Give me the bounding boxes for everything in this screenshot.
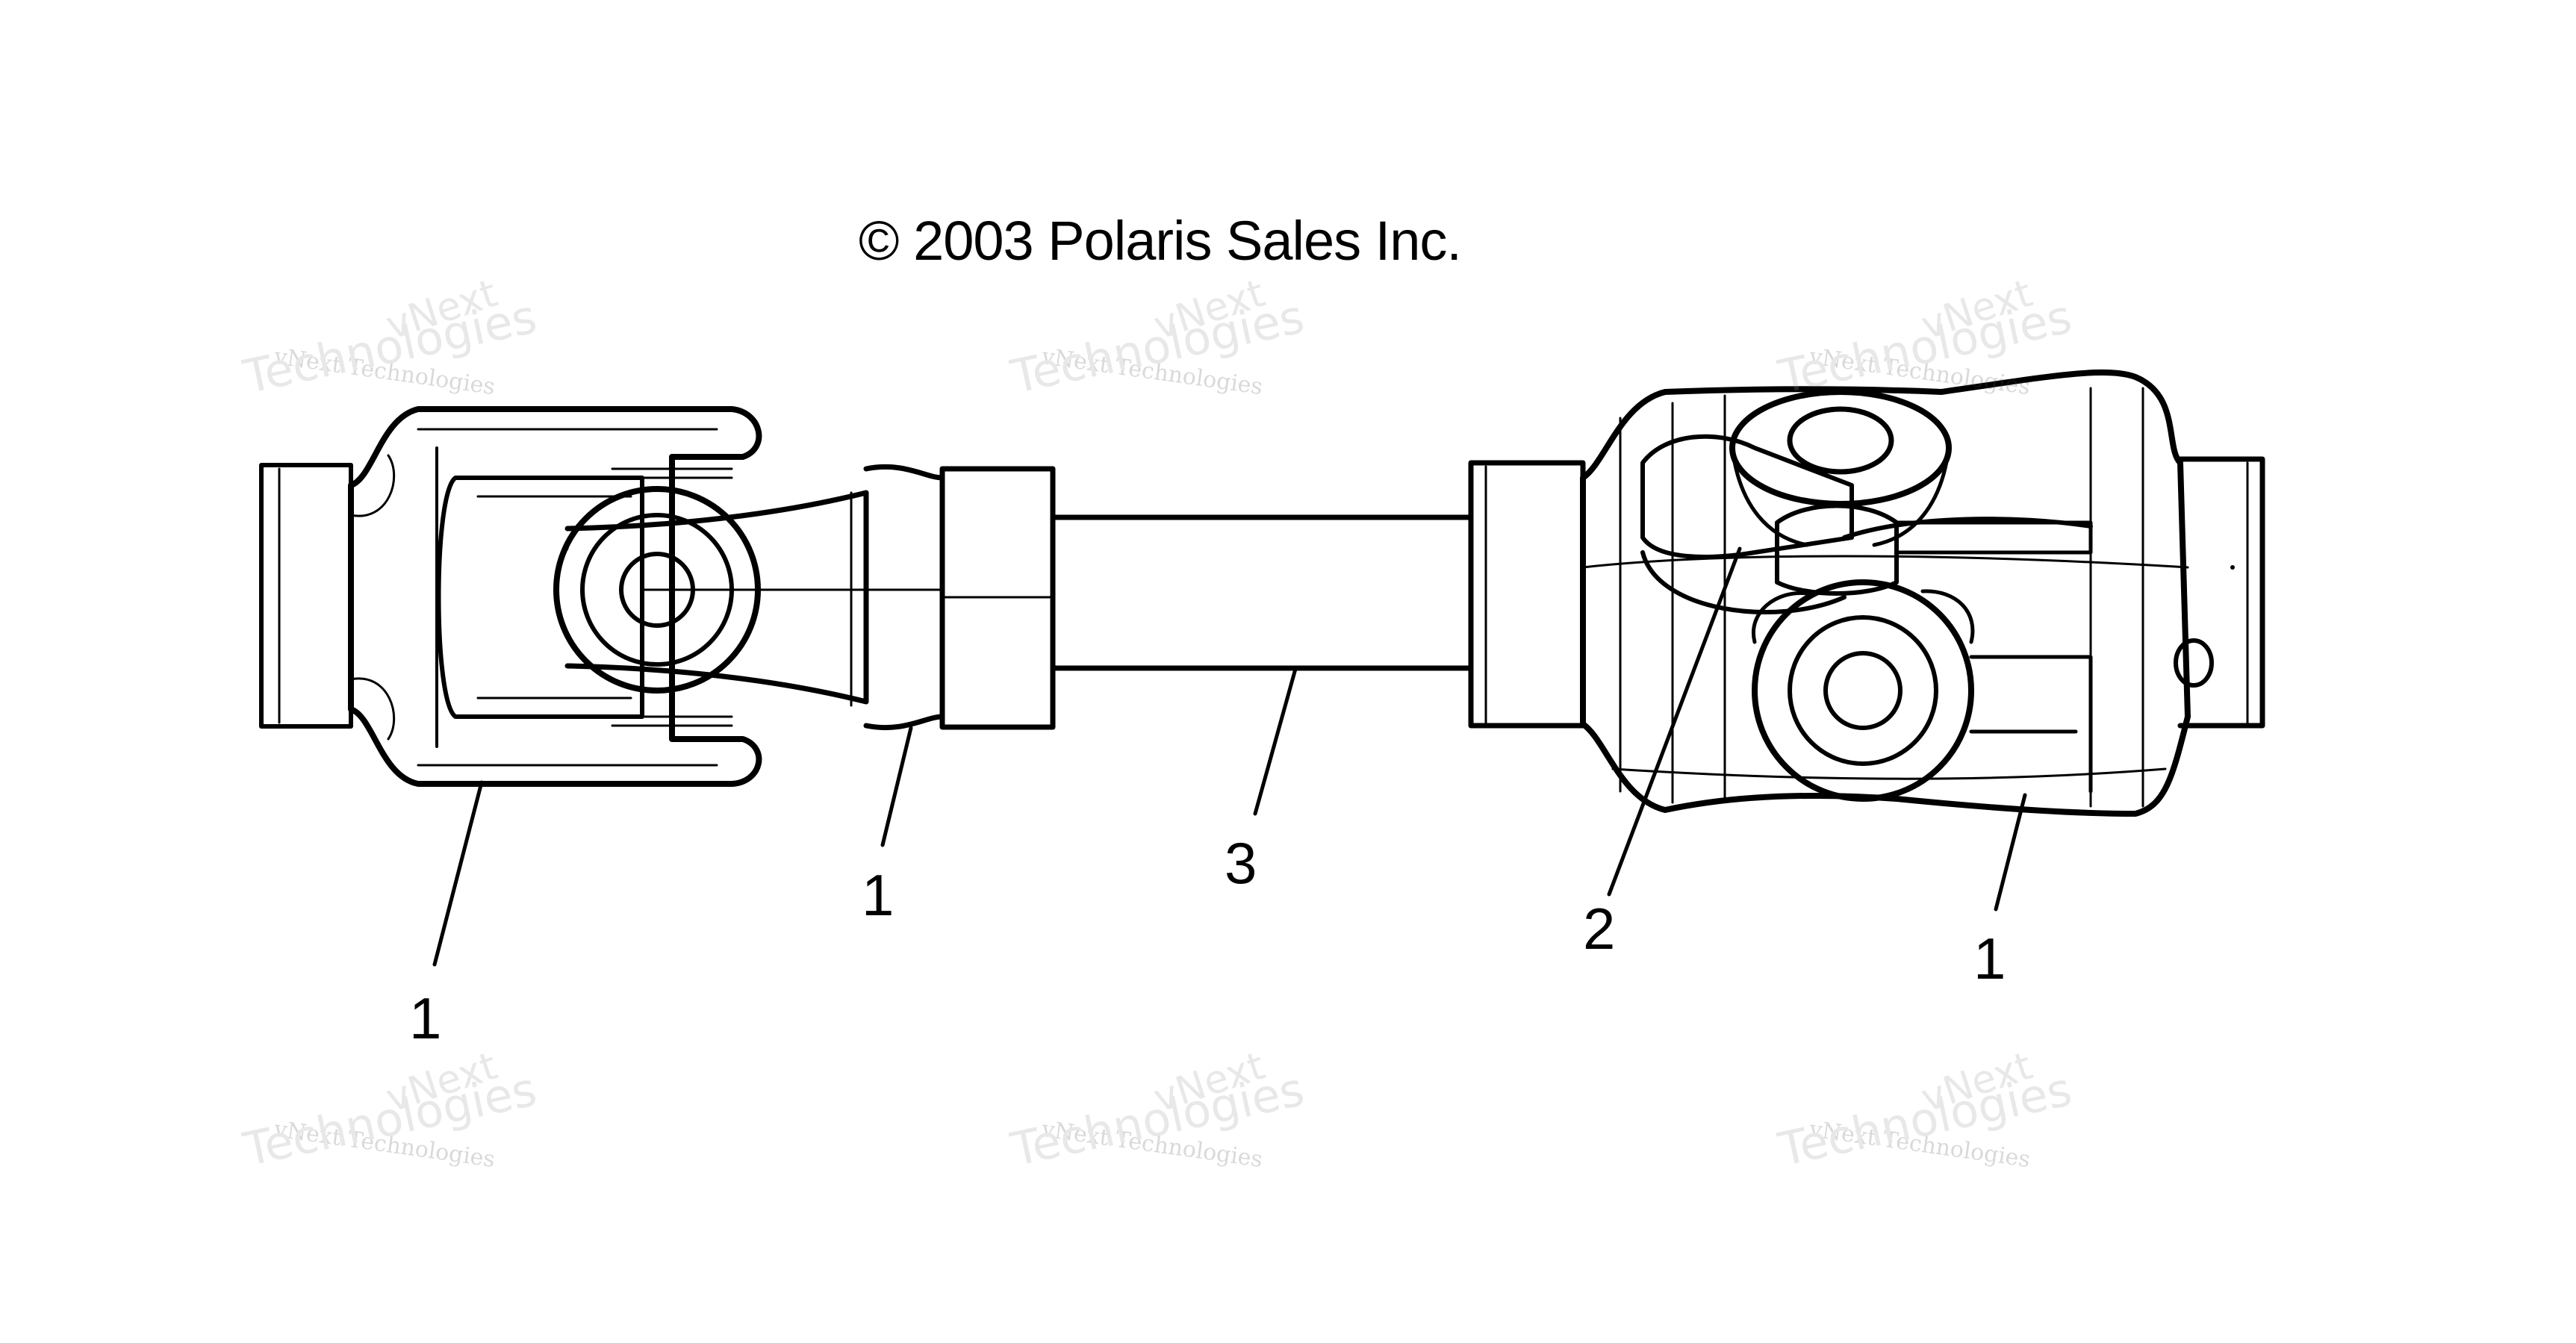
watermark: vNext vNext Technologies Technologies (1007, 1044, 1320, 1228)
callout-shaft: 3 (1225, 830, 1257, 896)
callout-left-yoke: 1 (409, 985, 442, 1051)
callout-right-yoke: 1 (1973, 926, 2006, 991)
watermark: vNext vNext Technologies Technologies (1774, 271, 2088, 455)
watermark: vNext vNext Technologies Technologies (1774, 1044, 2088, 1228)
left-u-joint (259, 406, 1056, 787)
shaft-tube (1050, 514, 1474, 671)
watermark: vNext vNext Technologies Technologies (1007, 271, 1320, 455)
watermark: vNext vNext Technologies Technologies (239, 1044, 553, 1228)
callout-cross: 2 (1583, 896, 1616, 962)
callout-left-mid: 1 (862, 862, 895, 928)
right-u-joint (1468, 369, 2265, 817)
leader-lines (432, 546, 2027, 967)
watermark: vNext vNext Technologies Technologies (239, 271, 553, 455)
copyright-notice: © 2003 Polaris Sales Inc. (859, 210, 1462, 272)
